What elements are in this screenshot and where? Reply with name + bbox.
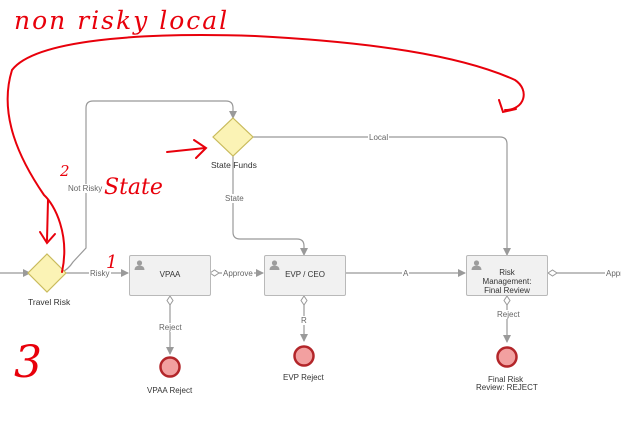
evp-reject-marker bbox=[300, 295, 308, 306]
loop-arrowhead-stroke bbox=[498, 99, 517, 114]
risk-reject-marker bbox=[503, 295, 511, 306]
right-arrow-stroke bbox=[166, 139, 208, 159]
user-icon bbox=[471, 260, 482, 270]
vpaa-reject-label: VPAA Reject bbox=[147, 386, 193, 395]
evp-reject-label: EVP Reject bbox=[283, 373, 324, 382]
annotation-two: 2 bbox=[60, 162, 70, 180]
edge-label-appr: Appr bbox=[605, 269, 621, 278]
risk-mgmt-label-line2: Management: bbox=[482, 277, 532, 286]
edge-label-approve: Approve bbox=[222, 269, 254, 278]
vpaa-conditional-marker bbox=[209, 269, 220, 277]
vpaa-task-label: VPAA bbox=[159, 270, 181, 279]
down-arrow-stroke bbox=[39, 199, 56, 245]
edge-label-reject-vpaa: Reject bbox=[158, 323, 183, 332]
annotation-one: 1 bbox=[106, 252, 118, 273]
state-funds-label: State Funds bbox=[211, 160, 257, 170]
risk-management-task[interactable]: Risk Management: Final Review bbox=[466, 255, 548, 296]
annotation-three: 3 bbox=[14, 337, 42, 388]
edge-label-a: A bbox=[402, 269, 410, 278]
final-risk-label-line2: Review: REJECT bbox=[476, 383, 538, 392]
evp-ceo-task-label: EVP / CEO bbox=[285, 270, 325, 279]
flow-not-risky[interactable] bbox=[59, 100, 237, 274]
edge-label-state: State bbox=[224, 194, 245, 203]
vpaa-reject-end-event[interactable] bbox=[159, 356, 181, 378]
annotation-state: State bbox=[104, 175, 163, 200]
final-risk-label-line1: Final Risk bbox=[488, 375, 524, 384]
final-risk-reject-end-event[interactable] bbox=[496, 346, 518, 368]
edge-label-reject-final: Reject bbox=[496, 310, 521, 319]
edge-label-risky: Risky bbox=[89, 269, 111, 278]
evp-ceo-task[interactable]: EVP / CEO bbox=[264, 255, 346, 296]
user-icon bbox=[134, 260, 145, 270]
vpaa-reject-marker bbox=[166, 295, 174, 306]
state-funds-gateway[interactable] bbox=[212, 117, 254, 157]
edge-label-r: R bbox=[300, 316, 308, 325]
evp-reject-end-event[interactable] bbox=[293, 345, 315, 367]
travel-risk-gateway[interactable] bbox=[27, 253, 67, 293]
travel-risk-label: Travel Risk bbox=[28, 297, 71, 307]
flow-local[interactable] bbox=[253, 136, 511, 256]
edge-label-local: Local bbox=[368, 133, 390, 142]
risk-mgmt-label-line1: Risk bbox=[499, 268, 515, 277]
user-icon bbox=[269, 260, 280, 270]
loop-arrow-stroke bbox=[6, 34, 525, 273]
risk-mgmt-label-line3: Final Review bbox=[484, 286, 530, 295]
annotation-non-risky-local: non risky local bbox=[14, 6, 230, 35]
vpaa-task[interactable]: VPAA bbox=[129, 255, 211, 296]
edge-label-not-risky: Not Risky bbox=[67, 184, 104, 193]
risk-conditional-marker bbox=[547, 269, 558, 277]
flow-state[interactable] bbox=[232, 155, 308, 256]
